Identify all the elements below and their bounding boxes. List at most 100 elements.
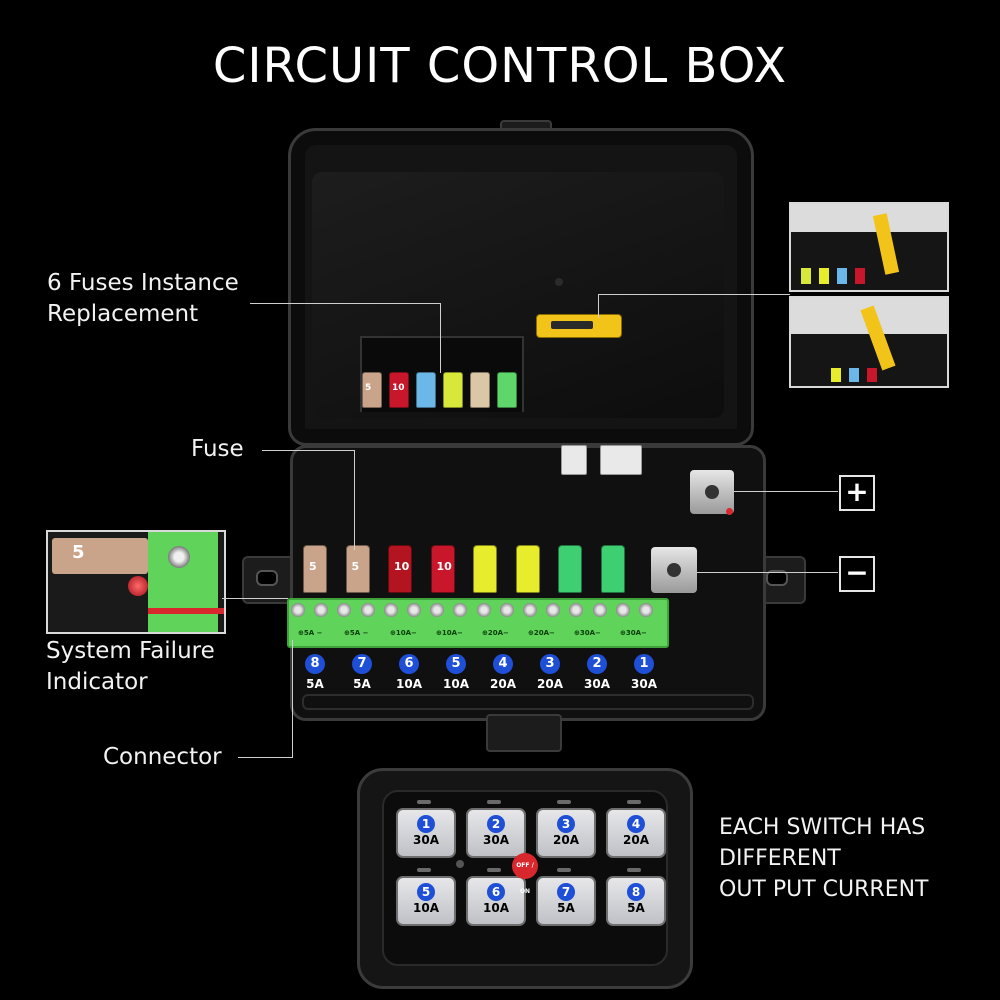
- terminal-screw: [360, 603, 375, 617]
- key-number: 3: [557, 815, 575, 833]
- inset-fuse-puller-photo-top: [789, 202, 949, 292]
- key-amperage: 5A: [627, 901, 645, 915]
- strip-label: ⊕20A−: [482, 629, 509, 637]
- key-number: 4: [627, 815, 645, 833]
- base-slot: [302, 694, 754, 710]
- key-number: 7: [557, 883, 575, 901]
- channel-number: 2: [587, 654, 607, 674]
- fuse[interactable]: 10: [430, 545, 455, 593]
- leader-fuse-puller-v: [598, 294, 599, 318]
- callout-failure-indicator-line1: System Failure: [46, 638, 215, 664]
- channel-amperage: 20A: [490, 677, 516, 691]
- lid-pin: [555, 278, 563, 286]
- negative-sign: −: [839, 556, 875, 592]
- callout-failure-indicator: System Failure Indicator: [46, 636, 215, 698]
- callout-fuse: Fuse: [191, 436, 244, 462]
- negative-terminal: [651, 547, 697, 593]
- channel-amperage: 30A: [584, 677, 610, 691]
- spare-fuse: [497, 372, 517, 408]
- channel-number: 7: [352, 654, 372, 674]
- fuse[interactable]: 5: [345, 545, 370, 593]
- leader-spare-fuses-v: [440, 303, 441, 373]
- fuse[interactable]: [473, 545, 497, 593]
- channel-amperage: 10A: [396, 677, 422, 691]
- key-amperage: 10A: [483, 901, 509, 915]
- terminal-screw: [430, 603, 445, 617]
- terminal-screw: [546, 603, 561, 617]
- positive-sign: +: [839, 475, 875, 511]
- led-status-dot: [456, 860, 464, 868]
- channel-amperage: 5A: [306, 677, 324, 691]
- page-title: CIRCUIT CONTROL BOX: [212, 38, 788, 94]
- key-led: [487, 868, 501, 872]
- channel-number: 5: [446, 654, 466, 674]
- callout-spare-fuses: 6 Fuses Instance Replacement: [47, 268, 239, 330]
- terminal-screw: [291, 603, 305, 617]
- fuse-label: 5: [309, 560, 317, 573]
- spare-fuse: 10: [389, 372, 409, 408]
- terminal-screw: [615, 603, 630, 617]
- terminal-screw: [476, 603, 491, 617]
- fuse-label: 5: [351, 560, 360, 573]
- terminal-screw: [639, 603, 653, 617]
- leader-spare-fuses-h: [250, 303, 440, 304]
- fuse[interactable]: 5: [303, 545, 327, 593]
- key-number: 6: [487, 883, 505, 901]
- terminal-screw: [569, 603, 584, 617]
- key-number: 2: [487, 815, 505, 833]
- callout-failure-indicator-line2: Indicator: [46, 669, 148, 695]
- callout-spare-fuses-line2: Replacement: [47, 301, 199, 327]
- channel-amperage: 5A: [353, 677, 371, 691]
- fuse[interactable]: [600, 545, 625, 593]
- switch-note-line1: EACH SWITCH HAS: [719, 815, 926, 840]
- fuse-puller: [536, 314, 622, 338]
- switch-note-line2: DIFFERENT: [719, 846, 841, 871]
- terminal-screw: [383, 603, 398, 617]
- leader-fuse-h: [262, 450, 354, 451]
- inset-fuse-label: 5: [72, 542, 85, 563]
- key-led: [417, 868, 431, 872]
- key-amperage: 10A: [413, 901, 439, 915]
- terminal-screw: [314, 603, 329, 617]
- mount-hole-left: [256, 570, 278, 586]
- fuse[interactable]: [558, 545, 582, 593]
- fuse[interactable]: [515, 545, 540, 593]
- terminal-screw: [592, 603, 607, 617]
- key-led: [417, 800, 431, 804]
- inset-fuse-puller-photo-bottom: [789, 296, 949, 388]
- callout-spare-fuses-line1: 6 Fuses Instance: [47, 270, 239, 296]
- key-led: [557, 868, 571, 872]
- callout-connector: Connector: [103, 744, 222, 770]
- key-amperage: 5A: [557, 901, 575, 915]
- terminal-screw: [337, 603, 352, 617]
- spare-fuse-label: 5: [365, 383, 372, 393]
- base-latch: [486, 714, 562, 752]
- channel-number: 4: [493, 654, 513, 674]
- fuse[interactable]: 10: [388, 545, 412, 593]
- strip-label: ⊕20A−: [528, 629, 555, 637]
- leader-connector-v: [292, 640, 293, 758]
- mount-hole-right: [766, 570, 788, 586]
- strip-label: ⊕5A −: [298, 629, 323, 637]
- power-button[interactable]: OFF / ON: [512, 853, 538, 895]
- inset-failure-indicator-photo: 5: [46, 530, 226, 634]
- leader-fuse-v: [354, 450, 355, 550]
- key-number: 8: [627, 883, 645, 901]
- key-led: [627, 868, 641, 872]
- strip-label: ⊕30A−: [574, 629, 601, 637]
- key-amperage: 30A: [413, 833, 439, 847]
- key-number: 1: [417, 815, 435, 833]
- spare-fuse: 5: [362, 372, 382, 408]
- terminal-screw: [407, 603, 421, 617]
- channel-number: 3: [540, 654, 560, 674]
- leader-failure-indicator: [222, 598, 288, 599]
- channel-amperage: 20A: [537, 677, 563, 691]
